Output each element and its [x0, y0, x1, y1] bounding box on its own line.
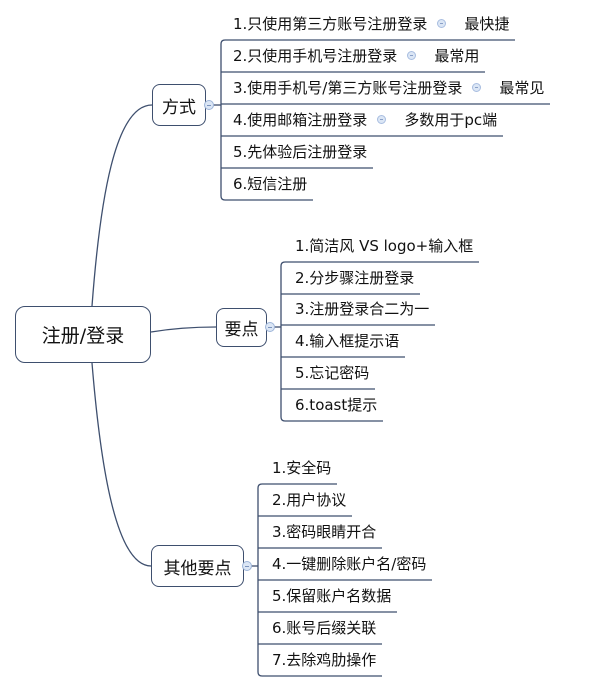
- leaf-item[interactable]: 6.短信注册: [233, 173, 307, 195]
- leaf-text: 2.分步骤注册登录: [295, 269, 415, 287]
- leaf-item[interactable]: 5.先体验后注册登录: [233, 141, 367, 163]
- leaf-text: 2.用户协议: [272, 491, 347, 509]
- branch-node-fangshi[interactable]: 方式: [152, 84, 206, 126]
- leaf-underline: [257, 483, 337, 489]
- leaf-text: 6.账号后缀关联: [272, 619, 377, 637]
- collapse-icon[interactable]: [204, 100, 214, 110]
- note-collapse-icon[interactable]: [472, 83, 482, 92]
- leaf-text: 5.保留账户名数据: [272, 587, 392, 605]
- leaf-text: 5.忘记密码: [295, 364, 370, 382]
- leaf-text: 6.短信注册: [233, 175, 308, 193]
- leaf-note: 最快捷: [464, 15, 510, 33]
- leaf-underline: [280, 416, 383, 422]
- collapse-icon[interactable]: [265, 322, 275, 332]
- leaf-text: 1.安全码: [272, 459, 332, 477]
- leaf-item[interactable]: 1.简洁风 VS logo+输入框: [295, 235, 473, 257]
- leaf-item[interactable]: 4.使用邮箱注册登录 多数用于pc端: [233, 109, 497, 131]
- leaf-text: 7.去除鸡肋操作: [272, 651, 377, 669]
- leaf-item[interactable]: 2.分步骤注册登录: [295, 267, 414, 289]
- branch-label: 其他要点: [163, 558, 232, 579]
- root-label: 注册/登录: [41, 325, 125, 347]
- leaf-underline: [280, 261, 479, 267]
- leaf-text: 4.输入框提示语: [295, 332, 400, 350]
- branch-label: 要点: [224, 320, 259, 340]
- leaf-item[interactable]: 4.输入框提示语: [295, 330, 399, 352]
- leaf-text: 3.注册登录合二为一: [295, 300, 430, 318]
- leaf-item[interactable]: 6.账号后缀关联: [272, 617, 376, 639]
- link-root-fangshi: [91, 104, 153, 307]
- leaf-underline: [220, 195, 313, 201]
- branch-label: 方式: [162, 97, 196, 118]
- note-collapse-icon[interactable]: [377, 115, 387, 124]
- leaf-note: 最常用: [434, 47, 480, 65]
- leaf-text: 1.简洁风 VS logo+输入框: [295, 237, 474, 255]
- leaf-item[interactable]: 4.一键删除账户名/密码: [272, 553, 426, 575]
- link-root-qita: [91, 362, 152, 567]
- leaf-text: 2.只使用手机号注册登录: [233, 47, 398, 65]
- leaf-item[interactable]: 3.注册登录合二为一: [295, 298, 429, 320]
- leaf-item[interactable]: 3.使用手机号/第三方账号注册登录 最常见: [233, 77, 544, 99]
- leaf-underline: [220, 39, 515, 45]
- leaf-underline: [257, 671, 382, 677]
- leaf-item[interactable]: 5.保留账户名数据: [272, 585, 391, 607]
- leaf-text: 1.只使用第三方账号注册登录: [233, 15, 428, 33]
- leaf-note: 多数用于pc端: [404, 111, 498, 129]
- leaf-text: 4.使用邮箱注册登录: [233, 111, 368, 129]
- collapse-icon[interactable]: [242, 561, 252, 571]
- branch-node-yaodian[interactable]: 要点: [216, 308, 267, 347]
- leaf-text: 6.toast提示: [295, 396, 378, 414]
- branch-node-qitayaodian[interactable]: 其他要点: [151, 545, 244, 587]
- note-collapse-icon[interactable]: [407, 51, 417, 60]
- leaf-text: 3.密码眼睛开合: [272, 523, 377, 541]
- leaf-text: 5.先体验后注册登录: [233, 143, 368, 161]
- leaf-item[interactable]: 1.只使用第三方账号注册登录 最快捷: [233, 13, 509, 35]
- root-node[interactable]: 注册/登录: [15, 306, 151, 363]
- leaf-item[interactable]: 7.去除鸡肋操作: [272, 649, 376, 671]
- leaf-note: 最常见: [499, 79, 545, 97]
- leaf-item[interactable]: 5.忘记密码: [295, 362, 369, 384]
- leaf-item[interactable]: 3.密码眼睛开合: [272, 521, 376, 543]
- leaf-item[interactable]: 1.安全码: [272, 457, 331, 479]
- leaf-text: 3.使用手机号/第三方账号注册登录: [233, 79, 463, 97]
- note-collapse-icon[interactable]: [437, 19, 447, 28]
- leaf-item[interactable]: 6.toast提示: [295, 394, 377, 416]
- leaf-text: 4.一键删除账户名/密码: [272, 555, 427, 573]
- leaf-item[interactable]: 2.只使用手机号注册登录 最常用: [233, 45, 479, 67]
- link-root-yaodian: [150, 326, 217, 333]
- leaf-item[interactable]: 2.用户协议: [272, 489, 346, 511]
